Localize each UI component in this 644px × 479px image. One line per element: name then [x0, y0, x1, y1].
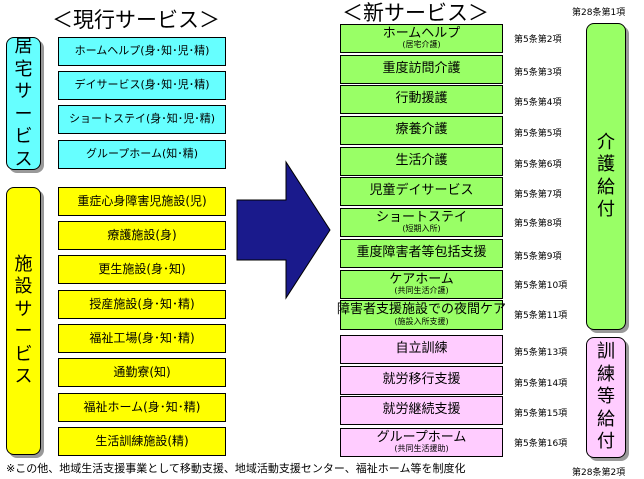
new-service-item: 自立訓練: [340, 335, 503, 364]
new-service-item: 重度訪問介護: [340, 55, 503, 84]
label-char: 給: [597, 408, 615, 430]
label-char: ー: [14, 103, 33, 125]
service-name: ホームヘルプ: [382, 25, 461, 41]
service-subname: (短期入所): [402, 224, 441, 234]
service-name: 重度訪問介護: [382, 61, 461, 77]
facility-services-label: 施設サービス: [6, 187, 41, 455]
service-name: 自立訓練: [395, 341, 448, 357]
new-service-item: ホームヘルプ(居宅介護): [340, 24, 503, 53]
article-reference: 第5条第2項: [514, 35, 562, 45]
facility-service-item: 通勤寮(知): [58, 358, 226, 387]
label-char: 付: [597, 199, 615, 220]
label-char: ビ: [14, 343, 33, 365]
new-service-item: グループホーム(共同生活援助): [340, 428, 503, 457]
new-service-item: 行動援護: [340, 85, 503, 114]
service-name: ケアホーム: [389, 271, 454, 287]
home-service-item: ホームヘルプ(身･知･児･精): [58, 37, 226, 66]
new-service-item: 就労継続支援: [340, 396, 503, 425]
new-service-item: 重度障害者等包括支援: [340, 239, 503, 268]
service-name: 行動援護: [395, 91, 448, 107]
training-benefit-label: 訓練等給付: [586, 337, 626, 458]
article-reference: 第5条第5項: [514, 129, 562, 139]
article-reference: 第5条第8項: [514, 219, 562, 229]
article-reference: 第5条第11項: [514, 311, 568, 321]
service-name: 就労移行支援: [382, 372, 461, 388]
article-reference: 第5条第9項: [514, 252, 562, 262]
transition-arrow-icon: [236, 160, 331, 300]
service-subname: (共同生活介護): [394, 286, 449, 296]
new-service-item: 障害者支援施設での夜間ケア(施設入所支援): [337, 300, 507, 330]
label-char: サ: [14, 81, 33, 102]
service-name: 重度障害者等包括支援: [356, 245, 487, 261]
service-name: グループホーム: [376, 429, 467, 445]
article-reference: 第5条第6項: [514, 160, 562, 170]
training-benefit-reference: 第28条第2項: [572, 468, 626, 478]
service-name: ショートステイ: [375, 209, 467, 225]
label-char: 給: [597, 176, 615, 198]
label-char: 訓: [597, 341, 615, 363]
facility-service-item: 授産施設(身･知･精): [58, 290, 226, 319]
article-reference: 第5条第16項: [514, 439, 568, 449]
facility-service-item: 更生施設(身･知): [58, 255, 226, 284]
facility-service-item: 福祉工場(身･知･精): [58, 324, 226, 353]
article-reference: 第5条第4項: [514, 98, 562, 108]
label-char: 施: [14, 253, 33, 275]
label-char: 居: [14, 36, 33, 57]
facility-service-item: 生活訓練施設(精): [58, 427, 226, 456]
service-name: 就労継続支援: [382, 402, 461, 418]
article-reference: 第5条第15項: [514, 409, 568, 419]
service-name: 児童デイサービス: [369, 183, 474, 199]
service-subname: (居宅介護): [402, 40, 441, 50]
label-char: 介: [597, 131, 615, 153]
new-service-item: ショートステイ(短期入所): [340, 208, 503, 237]
label-char: 設: [14, 276, 33, 297]
new-service-item: 就労移行支援: [340, 366, 503, 395]
label-char: サ: [14, 298, 33, 320]
article-reference: 第5条第7項: [514, 190, 562, 200]
label-char: ビ: [14, 126, 33, 147]
home-services-label: 居宅サービス: [6, 36, 41, 170]
article-reference: 第5条第14項: [514, 379, 568, 389]
label-char: ー: [14, 321, 33, 342]
label-char: 練: [597, 363, 615, 385]
new-service-item: 児童デイサービス: [340, 177, 503, 206]
service-subname: (共同生活援助): [394, 444, 449, 454]
home-service-item: グループホーム(知･精): [58, 140, 226, 169]
label-char: 宅: [14, 58, 33, 80]
service-name: 療養介護: [395, 122, 448, 138]
new-service-item: 生活介護: [340, 147, 503, 176]
article-reference: 第5条第10項: [514, 281, 568, 291]
home-service-item: ショートステイ(身･知･児･精): [58, 105, 226, 134]
current-services-title: ＜現行サービス＞: [52, 8, 220, 32]
label-char: ス: [14, 148, 33, 170]
article-reference: 第5条第3項: [514, 68, 562, 78]
service-name: 障害者支援施設での夜間ケア: [337, 302, 507, 318]
new-service-item: ケアホーム(共同生活介護): [340, 270, 503, 299]
service-name: 生活介護: [395, 153, 448, 169]
label-char: 護: [597, 154, 615, 175]
facility-service-item: 療護施設(身): [58, 221, 226, 250]
new-service-item: 療養介護: [340, 116, 503, 145]
label-char: ス: [14, 366, 33, 387]
label-char: 等: [597, 386, 615, 408]
care-benefit-reference: 第28条第1項: [572, 8, 626, 18]
care-benefit-label: 介護給付: [586, 23, 626, 330]
facility-service-item: 重症心身障害児施設(児): [58, 187, 226, 216]
home-service-item: デイサービス(身･知･児･精): [58, 71, 226, 100]
service-subname: (施設入所支援): [394, 316, 449, 326]
facility-service-item: 福祉ホーム(身･知･精): [58, 393, 226, 422]
footnote: ※この他、地域生活支援事業として移動支援、地域活動支援センター、福祉ホーム等を制…: [6, 462, 466, 475]
label-char: 付: [597, 431, 615, 453]
article-reference: 第5条第13項: [514, 348, 568, 358]
new-services-title: ＜新サービス＞: [342, 1, 489, 25]
